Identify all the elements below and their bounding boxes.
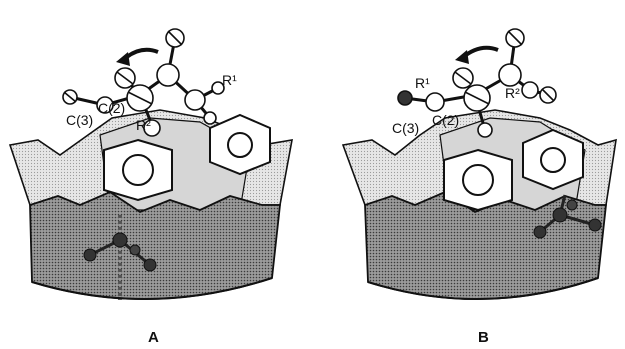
atom-label-c2: C(2) [98,100,125,116]
panel-b: C(3) C(2) R¹ R² B [343,29,616,346]
atom-label-r1: R¹ [415,75,430,91]
phenyl-ring-left [104,140,172,200]
atom-label-r2: R² [136,117,151,133]
atom-label-c2: C(2) [432,112,459,128]
cavity-lower-body [30,192,280,299]
atom-label-c3: C(3) [392,120,419,136]
atom-label-c3: C(3) [66,112,93,128]
phenyl-ring-left [444,150,512,210]
phenyl-ring-right [523,130,583,189]
panel-label-b: B [478,329,489,346]
phenyl-ring-right [210,115,270,174]
atom-label-r1: R¹ [222,72,237,88]
panel-label-a: A [148,329,159,346]
atom-label-r2: R² [505,85,520,101]
panel-a: C(3) C(2) R¹ R² A [10,29,292,346]
